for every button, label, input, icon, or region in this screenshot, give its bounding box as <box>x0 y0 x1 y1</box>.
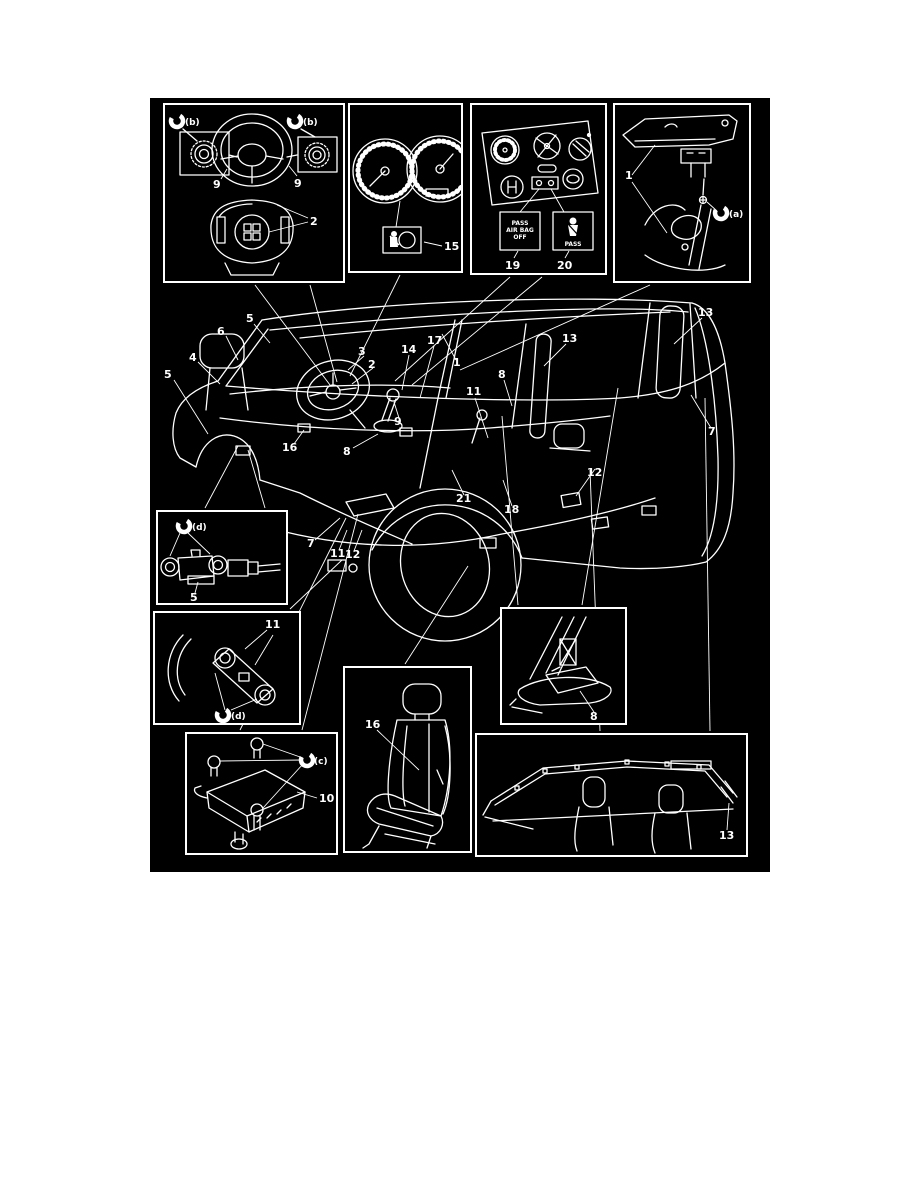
callout-7-floor: 7 <box>307 537 315 550</box>
contact-coil-connectors-art <box>179 128 338 176</box>
diagram-canvas: 5 6 4 5 3 2 14 17 1 13 13 16 8 9 8 11 21… <box>150 98 770 872</box>
callout-5-roof: 5 <box>246 312 254 325</box>
inset-bpillar-pretensioner: 8 <box>500 607 627 725</box>
callout-5-front: 5 <box>164 368 172 381</box>
tool-tag-d2: (d) <box>231 712 246 722</box>
airbag-module-art <box>210 199 294 276</box>
callout-9-left: 9 <box>213 178 221 191</box>
special-tool-icon <box>175 517 193 535</box>
special-tool-icon <box>286 112 304 130</box>
special-tool-icon <box>214 706 232 723</box>
pass-label: PASS <box>565 241 582 248</box>
callout-19: 19 <box>505 259 520 272</box>
vehicle-body-art <box>172 298 735 642</box>
callout-14: 14 <box>401 343 417 356</box>
callout-20: 20 <box>557 259 573 272</box>
tool-tag-right: (b) <box>303 118 318 128</box>
vehicle-cutaway-diagram: 5 6 4 5 3 2 14 17 1 13 13 16 8 9 8 11 21… <box>164 274 735 732</box>
callout-11-sensor: 11 <box>265 618 280 631</box>
visor-art <box>622 114 738 205</box>
callout-8-bpillar: 8 <box>498 368 506 381</box>
callout-12-floor: 12 <box>345 548 360 561</box>
callout-5-sensor: 5 <box>190 591 198 603</box>
callout-1-visor: 1 <box>625 169 633 182</box>
callout-3: 3 <box>358 345 366 358</box>
side-sensor-art <box>167 634 276 706</box>
callout-16-seat: 16 <box>365 718 381 731</box>
steering-wheel-art <box>211 113 298 187</box>
pass-belt-indicator: PASS <box>552 211 594 251</box>
inset-sun-visor: 1 (a) <box>613 103 751 283</box>
callout-8-lever: 8 <box>343 445 351 458</box>
tool-tag-c: (c) <box>314 757 328 767</box>
callout-11-floor: 11 <box>330 547 345 560</box>
seat-belt-icon <box>567 217 579 236</box>
airbag-warning-indicator <box>382 226 422 254</box>
callout-1: 1 <box>453 356 461 369</box>
callout-11-upper: 11 <box>466 385 481 398</box>
callout-2: 2 <box>368 358 376 371</box>
module-bolts-art <box>207 737 264 831</box>
front-sensor-art <box>160 549 281 585</box>
callout-9-right: 9 <box>294 177 302 190</box>
callout-16: 16 <box>282 441 298 454</box>
inset-control-module: (c) 10 <box>185 732 338 855</box>
tool-tag-d1: (d) <box>192 523 207 533</box>
pass-airbag-off-indicator: PASS AIR BAG OFF <box>499 211 541 251</box>
off-line-2: AIR BAG <box>506 227 534 234</box>
callout-12-upper: 12 <box>587 466 602 479</box>
inset-side-sensor: 11 (d) <box>153 611 301 725</box>
inset-curtain-airbag: 13 <box>475 733 748 857</box>
gauges-art <box>352 135 461 204</box>
inset-seat-side-airbag: 16 <box>343 666 472 853</box>
callout-13-rear: 13 <box>698 306 713 319</box>
hvac-panel-art <box>481 120 599 206</box>
callout-21: 21 <box>456 492 471 505</box>
bpillar-art <box>509 616 612 714</box>
airbag-warning-icon <box>389 231 416 249</box>
inset-warning-lamp: 15 <box>348 103 463 273</box>
inset-passenger-airbag-lamps: PASS AIR BAG OFF PASS 19 20 <box>470 103 607 275</box>
inset-front-sensor: (d) 5 <box>156 510 288 605</box>
pillar-mirror-art <box>644 204 726 271</box>
callout-6: 6 <box>217 325 225 338</box>
tool-tag-left: (b) <box>185 118 200 128</box>
callout-8-inset: 8 <box>590 710 598 723</box>
callout-7-rear: 7 <box>708 425 716 438</box>
callout-13-inset: 13 <box>719 829 734 842</box>
callout-4: 4 <box>189 351 197 364</box>
module-body-art <box>193 769 306 850</box>
callout-17: 17 <box>427 334 442 347</box>
inset-driver-airbag: (b) (b) 9 9 <box>163 103 345 283</box>
special-tool-icon <box>168 112 186 130</box>
callout-15: 15 <box>444 240 459 253</box>
off-line-1: PASS <box>512 220 529 227</box>
callout-10: 10 <box>319 792 335 805</box>
curtain-art <box>482 759 738 854</box>
off-line-3: OFF <box>513 234 526 241</box>
callout-9: 9 <box>394 415 402 428</box>
callout-2-module: 2 <box>310 215 318 228</box>
special-tool-icon <box>298 751 316 769</box>
seat-art <box>362 683 451 849</box>
callout-18: 18 <box>504 503 519 516</box>
callout-13-front: 13 <box>562 332 577 345</box>
main-callouts: 5 6 4 5 3 2 14 17 1 13 13 16 8 9 8 11 21… <box>164 306 716 561</box>
tool-tag-a: (a) <box>729 210 743 220</box>
special-tool-icon <box>712 204 730 222</box>
